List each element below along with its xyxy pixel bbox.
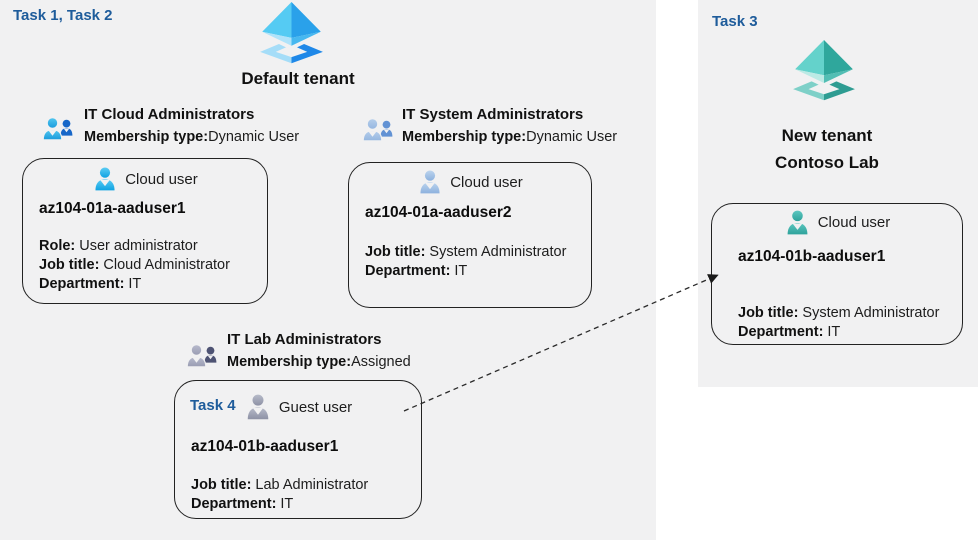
task-3-label: Task 3 bbox=[712, 13, 758, 30]
field-value: IT bbox=[827, 324, 841, 340]
field-value: Cloud Administrator bbox=[103, 257, 230, 273]
user-card-aaduser1: Cloud user az104-01a-aaduser1 Role:User … bbox=[22, 158, 268, 304]
group-name-cloud-admins: IT Cloud Administrators bbox=[84, 106, 255, 123]
field-value: System Administrator bbox=[429, 244, 567, 260]
group-membership-system-admins: Membership type:Dynamic User bbox=[402, 129, 617, 145]
field-value: IT bbox=[280, 496, 294, 512]
default-tenant-title: Default tenant bbox=[241, 69, 355, 88]
field-value: IT bbox=[128, 276, 142, 292]
field-label: Job title: bbox=[39, 257, 100, 273]
guest-user-card: Task 4 Guest user az104-01b-aaduser1 Job… bbox=[174, 380, 422, 519]
card-head: Guest user bbox=[175, 393, 421, 421]
field-value: IT bbox=[454, 263, 468, 279]
group-membership-lab-admins: Membership type:Assigned bbox=[227, 354, 411, 370]
field-label: Department: bbox=[365, 263, 451, 279]
group-icon-system-admins bbox=[361, 114, 395, 145]
user-fields: Job title:System Administrator Departmen… bbox=[738, 304, 939, 342]
group-membership-cloud-admins: Membership type:Dynamic User bbox=[84, 129, 299, 145]
user-fields: Job title:System Administrator Departmen… bbox=[365, 243, 566, 281]
user-type-label: Guest user bbox=[278, 398, 353, 416]
membership-value: Assigned bbox=[351, 354, 411, 370]
user-name: az104-01a-aaduser1 bbox=[39, 200, 186, 217]
field-value: System Administrator bbox=[802, 305, 940, 321]
user-name: az104-01b-aaduser1 bbox=[191, 438, 339, 455]
user-fields: Job title:Lab Administrator Department:I… bbox=[191, 476, 368, 514]
cloud-user-icon bbox=[420, 170, 440, 194]
user-fields: Role:User administrator Job title:Cloud … bbox=[39, 237, 230, 294]
task-1-2-label: Task 1, Task 2 bbox=[13, 7, 113, 24]
field-label: Role: bbox=[39, 238, 76, 254]
field-label: Job title: bbox=[738, 305, 799, 321]
task-4-label: Task 4 bbox=[190, 397, 236, 414]
new-tenant-line2: Contoso Lab bbox=[775, 153, 879, 172]
azure-ad-tenant-icon bbox=[258, 2, 325, 65]
new-tenant-user-card: Cloud user az104-01b-aaduser1 Job title:… bbox=[711, 203, 963, 345]
cloud-user-icon bbox=[95, 167, 115, 191]
user-card-aaduser2: Cloud user az104-01a-aaduser2 Job title:… bbox=[348, 162, 592, 308]
card-head: Cloud user bbox=[23, 166, 267, 192]
new-tenant-title: New tenant Contoso Lab bbox=[727, 122, 927, 176]
field-value: Lab Administrator bbox=[255, 477, 369, 493]
guest-user-icon bbox=[247, 394, 269, 420]
card-head: Cloud user bbox=[349, 169, 591, 195]
field-label: Department: bbox=[738, 324, 824, 340]
cloud-user-icon bbox=[787, 210, 808, 235]
card-head: Cloud user bbox=[712, 209, 962, 236]
user-type-label: Cloud user bbox=[125, 170, 198, 188]
group-icon-lab-admins bbox=[185, 340, 219, 371]
group-name-system-admins: IT System Administrators bbox=[402, 106, 584, 123]
new-tenant-icon bbox=[791, 40, 857, 102]
membership-label: Membership type: bbox=[227, 354, 352, 370]
new-tenant-line1: New tenant bbox=[781, 126, 873, 145]
group-icon-cloud-admins bbox=[41, 113, 75, 144]
field-label: Department: bbox=[39, 276, 125, 292]
user-name: az104-01b-aaduser1 bbox=[738, 248, 886, 265]
user-type-label: Cloud user bbox=[450, 173, 523, 191]
membership-label: Membership type: bbox=[402, 129, 527, 145]
default-tenant-panel bbox=[0, 0, 656, 540]
membership-value: Dynamic User bbox=[208, 129, 300, 145]
field-value: User administrator bbox=[79, 238, 198, 254]
user-type-label: Cloud user bbox=[817, 214, 891, 231]
field-label: Department: bbox=[191, 496, 277, 512]
field-label: Job title: bbox=[365, 244, 426, 260]
membership-value: Dynamic User bbox=[526, 129, 618, 145]
field-label: Job title: bbox=[191, 477, 252, 493]
membership-label: Membership type: bbox=[84, 129, 209, 145]
user-name: az104-01a-aaduser2 bbox=[365, 204, 512, 221]
group-name-lab-admins: IT Lab Administrators bbox=[227, 331, 382, 348]
